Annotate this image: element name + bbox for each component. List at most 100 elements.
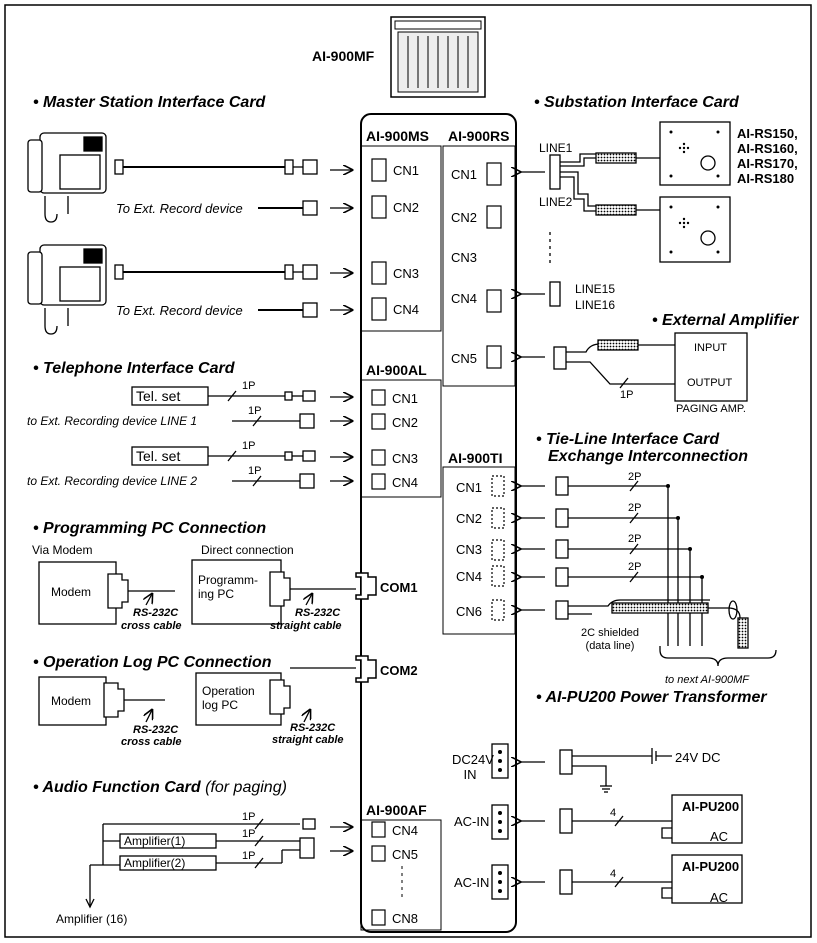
line16-label: LINE16 — [575, 298, 616, 312]
section-master-station: • Master Station Interface Card — [33, 94, 266, 111]
al-cn2: CN2 — [392, 415, 419, 430]
card-al-box — [360, 379, 442, 498]
ti-cn3: CN3 — [456, 542, 483, 557]
rs-cn3: CN3 — [451, 250, 478, 265]
shielded-label-1: 2C shielded — [580, 627, 640, 639]
straight-cable-label-1: straight cable — [270, 620, 342, 632]
shielded-label-2: (data line) — [585, 640, 635, 652]
af-cn5: CN5 — [392, 847, 419, 862]
card-al-name: AI-900AL — [366, 362, 427, 378]
ext-record-label-2: To Ext. Record device — [116, 303, 243, 318]
wire-1p-b: 1P — [248, 405, 262, 417]
outer-frame — [4, 4, 812, 938]
prog-pc-label-1: Programm- — [198, 573, 259, 587]
tie-2p-1: 2P — [628, 471, 642, 483]
main-unit-title: AI-900MF — [312, 48, 375, 64]
section-telephone: • Telephone Interface Card — [33, 360, 235, 377]
ms-cn1: CN1 — [393, 163, 420, 178]
pu-wire-4-2: 4 — [610, 868, 617, 880]
rs-cn4: CN4 — [451, 291, 478, 306]
audio-function-title: • Audio Function Card — [33, 779, 201, 796]
line2-label: LINE2 — [539, 195, 573, 209]
dc24v-label: DC24V — [452, 752, 494, 767]
via-modem-label: Via Modem — [32, 543, 93, 557]
card-ms-name: AI-900MS — [366, 128, 430, 144]
section-external-amplifier: • External Amplifier — [652, 312, 799, 329]
rack-unit-image — [390, 16, 486, 98]
com1-label: COM1 — [380, 580, 418, 595]
tie-2p-4: 2P — [628, 561, 642, 573]
al-cn1: CN1 — [392, 391, 419, 406]
ti-cn4: CN4 — [456, 569, 483, 584]
section-power-transformer: • AI-PU200 Power Transformer — [536, 689, 767, 706]
amplifier-16-label: Amplifier (16) — [56, 912, 128, 926]
master-station-1 — [27, 132, 107, 223]
amplifier-1-label: Amplifier(1) — [124, 834, 186, 848]
com2-label: COM2 — [380, 663, 418, 678]
tie-2p-3: 2P — [628, 533, 642, 545]
modem-label-2: Modem — [51, 694, 92, 708]
section-substation: • Substation Interface Card — [534, 94, 739, 111]
ac-in-label-1: AC-IN — [454, 814, 490, 829]
section-operation-log-pc: • Operation Log PC Connection — [33, 654, 272, 671]
card-rs-box — [442, 145, 516, 387]
substation-model-4: AI-RS180 — [737, 171, 795, 186]
audio-function-note: (for paging) — [205, 779, 287, 796]
amplifier-2-label: Amplifier(2) — [124, 856, 186, 870]
straight-cable-label-2: straight cable — [272, 734, 344, 746]
af-cn8: CN8 — [392, 911, 419, 926]
dc-24v-source: 24V DC — [675, 750, 721, 765]
amp-input-label: INPUT — [694, 342, 727, 354]
cross-cable-label-1: cross cable — [121, 620, 182, 632]
rs-cn2: CN2 — [451, 210, 478, 225]
ms-cn2: CN2 — [393, 200, 420, 215]
card-rs-name: AI-900RS — [448, 128, 510, 144]
dc-in-label: IN — [463, 767, 477, 782]
ac-label-2: AC — [710, 890, 729, 905]
ti-cn6: CN6 — [456, 604, 483, 619]
ti-cn1: CN1 — [456, 480, 483, 495]
rs232c-label-3: RS-232C — [133, 724, 179, 736]
pu200-label-1: AI-PU200 — [682, 799, 740, 814]
tel-set-1: Tel. set — [136, 388, 181, 404]
pu200-label-2: AI-PU200 — [682, 859, 740, 874]
al-cn3: CN3 — [392, 451, 419, 466]
section-audio-function: • Audio Function Card (for paging) — [33, 780, 287, 796]
oplog-pc-label-1: Operation — [202, 684, 255, 698]
ms-cn3: CN3 — [393, 266, 420, 281]
rs-cn1: CN1 — [451, 167, 478, 182]
card-ti-name: AI-900TI — [448, 450, 503, 466]
ext-record-label-1: To Ext. Record device — [116, 201, 243, 216]
rs232c-label-4: RS-232C — [290, 722, 336, 734]
af-wire-1p-1: 1P — [242, 811, 256, 823]
modem-label-1: Modem — [51, 585, 92, 599]
ac-in-label-2: AC-IN — [454, 875, 490, 890]
af-wire-1p-3: 1P — [242, 850, 256, 862]
amp-output-label: OUTPUT — [687, 377, 733, 389]
af-wire-1p-2: 1P — [242, 828, 256, 840]
card-af-name: AI-900AF — [366, 802, 427, 818]
wire-1p-a: 1P — [242, 380, 256, 392]
rec-line1-label: to Ext. Recording device LINE 1 — [27, 414, 198, 428]
next-unit-label: to next AI-900MF — [665, 674, 749, 686]
ti-cn2: CN2 — [456, 511, 483, 526]
ac-label-1: AC — [710, 829, 729, 844]
card-af-box — [360, 819, 442, 931]
rs232c-label-2: RS-232C — [295, 607, 341, 619]
tel-set-2: Tel. set — [136, 448, 181, 464]
substation-model-2: AI-RS160, — [737, 141, 798, 156]
substation-model-3: AI-RS170, — [737, 156, 798, 171]
wire-1p-d: 1P — [248, 465, 262, 477]
rs232c-label-1: RS-232C — [133, 607, 179, 619]
ms-cn4: CN4 — [393, 302, 420, 317]
cross-cable-label-2: cross cable — [121, 736, 182, 748]
direct-connection-label: Direct connection — [201, 543, 294, 557]
pu-wire-4-1: 4 — [610, 807, 617, 819]
rs-cn5: CN5 — [451, 351, 478, 366]
master-station-2 — [27, 244, 107, 335]
wire-1p-c: 1P — [242, 440, 256, 452]
section-tie-line: • Tie-Line Interface Card — [536, 431, 720, 448]
rec-line2-label: to Ext. Recording device LINE 2 — [27, 474, 198, 488]
